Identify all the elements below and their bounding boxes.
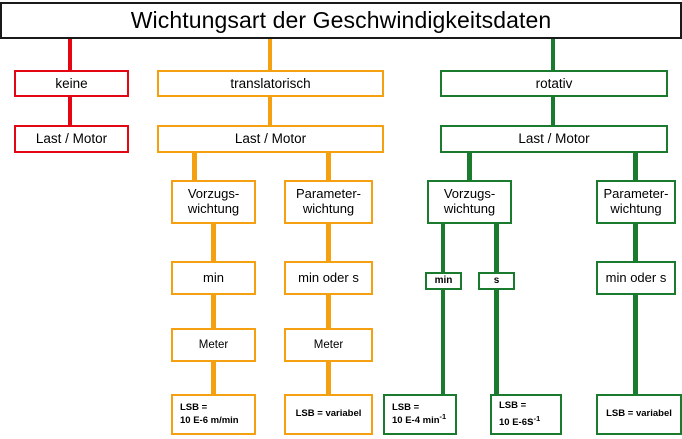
diagram-title-box: Wichtungsart der Geschwindigkeitsdaten	[0, 2, 682, 39]
node-lsb-translatorisch-vorzug-line1: LSB =	[180, 401, 208, 413]
node-translatorisch-unit-min: min	[171, 261, 256, 295]
node-translatorisch-vorzugswichtung-line2: wichtung	[187, 201, 240, 216]
node-lsb-rotativ-min-base: 10 E-4 min	[392, 414, 440, 426]
edge-meter-parameter-to-lsb	[326, 361, 331, 395]
edge-rotativ-to-last-motor	[551, 96, 555, 126]
node-translatorisch-meter-vorzug: Meter	[171, 328, 256, 362]
node-rotativ-unit-s-label: s	[493, 275, 500, 287]
branch-header-keine: keine	[14, 70, 129, 97]
branch-header-translatorisch-label: translatorisch	[230, 75, 311, 91]
edge-keine-to-last-motor	[68, 96, 72, 126]
node-translatorisch-meter-parameter: Meter	[284, 328, 373, 362]
edge-rotativ-s-to-lsb	[494, 289, 499, 395]
node-lsb-rotativ-min-line1: LSB =	[392, 401, 420, 413]
node-translatorisch-parameterwichtung-line1: Parameter-	[295, 186, 362, 202]
edge-meter-vorzug-to-lsb	[211, 361, 216, 395]
node-lsb-rotativ-s: LSB = 10 E-6s-1	[490, 394, 562, 435]
node-translatorisch-unit-min-oder-s: min oder s	[284, 261, 373, 295]
node-lsb-rotativ-min-line2: 10 E-4 min-1	[392, 412, 446, 428]
node-rotativ-unit-min: min	[425, 272, 462, 290]
node-rotativ-unit-min-label: min	[434, 275, 453, 287]
branch-header-rotativ: rotativ	[440, 70, 668, 97]
edge-title-to-rotativ	[551, 39, 555, 71]
node-lsb-rotativ-s-base: 10 E-6	[499, 416, 527, 428]
node-keine-last-motor: Last / Motor	[14, 125, 129, 153]
page-title: Wichtungsart der Geschwindigkeitsdaten	[130, 6, 552, 33]
edge-translatorisch-last-motor-to-parameterwichtung	[326, 152, 331, 181]
node-translatorisch-meter-parameter-label: Meter	[313, 338, 344, 351]
node-rotativ-parameterwichtung: Parameter- wichtung	[596, 180, 676, 224]
edge-rotativ-vorzugswichtung-to-s	[494, 223, 499, 273]
edge-translatorisch-parameterwichtung-to-min-oder-s	[326, 223, 331, 262]
edge-rotativ-min-oder-s-to-lsb	[633, 294, 638, 394]
edge-rotativ-min-to-lsb	[441, 289, 445, 395]
node-rotativ-unit-s: s	[478, 272, 515, 290]
node-lsb-translatorisch-parameter: LSB = variabel	[284, 394, 373, 435]
node-translatorisch-last-motor: Last / Motor	[157, 125, 384, 153]
edge-translatorisch-vorzugswichtung-to-min	[211, 223, 216, 262]
node-lsb-rotativ-s-exponent: -1	[533, 413, 541, 423]
node-rotativ-unit-min-oder-s: min oder s	[596, 261, 676, 295]
edge-title-to-translatorisch	[268, 39, 272, 71]
node-rotativ-unit-min-oder-s-label: min oder s	[605, 269, 667, 285]
node-rotativ-last-motor-label: Last / Motor	[518, 131, 590, 147]
node-rotativ-parameterwichtung-line2: wichtung	[610, 201, 662, 216]
node-lsb-rotativ-s-unit: s	[527, 413, 534, 428]
branch-header-rotativ-label: rotativ	[535, 75, 573, 91]
node-translatorisch-unit-min-oder-s-label: min oder s	[298, 269, 359, 285]
edge-rotativ-last-motor-to-parameterwichtung	[633, 152, 638, 181]
node-lsb-rotativ-parameter-label: LSB = variabel	[606, 408, 672, 420]
node-keine-last-motor-label: Last / Motor	[35, 131, 108, 147]
node-lsb-rotativ-min: LSB = 10 E-4 min-1	[383, 394, 457, 435]
node-lsb-rotativ-parameter: LSB = variabel	[596, 394, 682, 435]
branch-header-keine-label: keine	[55, 75, 88, 91]
node-lsb-translatorisch-parameter-label: LSB = variabel	[295, 408, 362, 420]
edge-rotativ-parameterwichtung-to-min-oder-s	[633, 223, 638, 262]
edge-rotativ-vorzugswichtung-to-min	[441, 223, 445, 273]
node-translatorisch-parameterwichtung: Parameter- wichtung	[284, 180, 373, 224]
node-lsb-rotativ-s-line2: 10 E-6s-1	[499, 413, 540, 430]
node-rotativ-vorzugswichtung-line2: wichtung	[443, 201, 496, 216]
node-translatorisch-vorzugswichtung: Vorzugs- wichtung	[171, 180, 256, 224]
node-translatorisch-meter-vorzug-label: Meter	[198, 338, 229, 351]
node-translatorisch-parameterwichtung-line2: wichtung	[302, 201, 355, 216]
edge-title-to-keine	[68, 39, 72, 71]
node-rotativ-vorzugswichtung: Vorzugs- wichtung	[427, 180, 512, 224]
node-lsb-rotativ-min-exponent: -1	[439, 411, 447, 421]
node-lsb-rotativ-s-line1: LSB =	[499, 399, 527, 411]
node-rotativ-last-motor: Last / Motor	[440, 125, 668, 153]
node-rotativ-vorzugswichtung-line1: Vorzugs-	[443, 186, 496, 202]
edge-rotativ-last-motor-to-vorzugswichtung	[467, 152, 472, 181]
node-lsb-translatorisch-vorzug-line2: 10 E-6 m/min	[180, 414, 239, 426]
node-translatorisch-unit-min-label: min	[203, 269, 224, 285]
node-translatorisch-last-motor-label: Last / Motor	[234, 131, 307, 147]
branch-header-translatorisch: translatorisch	[157, 70, 384, 97]
node-translatorisch-vorzugswichtung-line1: Vorzugs-	[187, 186, 240, 202]
node-rotativ-parameterwichtung-line1: Parameter-	[603, 186, 669, 202]
edge-min-to-meter	[211, 294, 216, 329]
edge-translatorisch-last-motor-to-vorzugswichtung	[192, 152, 197, 181]
node-lsb-translatorisch-vorzug: LSB = 10 E-6 m/min	[171, 394, 256, 435]
edge-min-oder-s-to-meter	[326, 294, 331, 329]
edge-translatorisch-to-last-motor	[268, 96, 272, 126]
